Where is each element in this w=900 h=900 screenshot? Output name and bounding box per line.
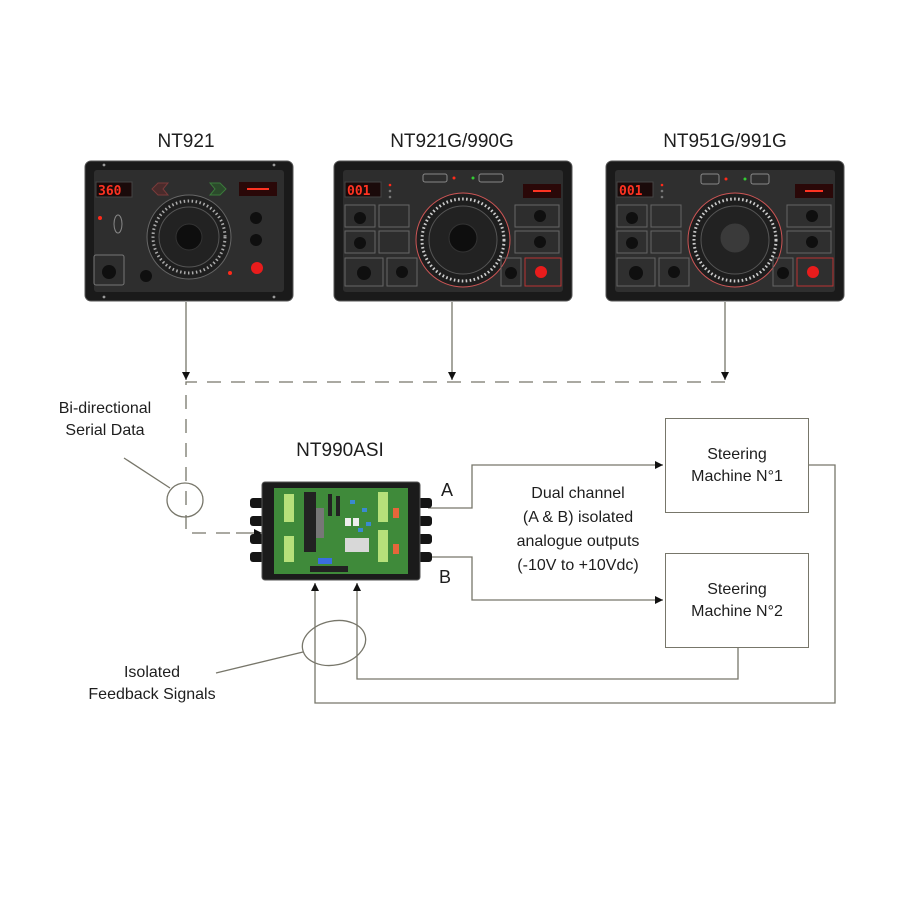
port-arrow-icon: [151, 182, 170, 196]
compass-dial: [415, 192, 511, 288]
nt921-autopilot-panel: 360: [84, 160, 294, 302]
steering-machine-1: Steering Machine N°1: [665, 418, 809, 513]
feedback-label-line1: Isolated: [123, 664, 181, 681]
course-knob: [175, 223, 203, 251]
compass-dial: [687, 192, 783, 288]
outputs-description-line1: Dual channel: [531, 485, 625, 502]
controller-title-nt921: NT921: [157, 131, 215, 152]
mode-selector-knob: [102, 265, 116, 279]
outputs-description-line4: (-10V to +10Vdc): [517, 557, 639, 574]
interface-unit-title: NT990ASI: [296, 440, 384, 461]
course-knob: [448, 223, 478, 253]
outputs-description-line2: (A & B) isolated: [522, 509, 634, 526]
serial-data-label-line1: Bi-directional: [58, 400, 152, 417]
steering-machine-2: Steering Machine N°2: [665, 553, 809, 648]
channel-b-line: [428, 556, 663, 604]
heading-display-value: 001: [347, 184, 371, 199]
standby-button: [807, 266, 819, 278]
steering-machine-1-line2: Machine N°1: [691, 467, 783, 485]
terminal-blocks: [284, 492, 388, 562]
channel-a-label: A: [441, 480, 454, 500]
cable-glands-right: [418, 498, 432, 562]
rudder-knob: [250, 212, 262, 224]
weather-knob: [250, 234, 262, 246]
standby-button: [251, 262, 263, 274]
led-indicator: [98, 216, 102, 220]
controller-title-nt921g-990g: NT921G/990G: [390, 131, 514, 152]
serial-data-label: Bi-directional Serial Data: [30, 398, 180, 442]
feedback-callout-ellipse: [301, 619, 367, 667]
course-knob: [719, 222, 751, 254]
serial-data-bus: [185, 381, 725, 534]
steering-machine-2-line1: Steering: [707, 580, 767, 598]
feedback-callout-leader: [215, 651, 304, 674]
heading-display: [95, 181, 133, 198]
heading-display-value: 360: [98, 184, 122, 199]
feedback-label-line2: Feedback Signals: [88, 686, 216, 703]
nt921g-990g-autopilot-panel: 001: [333, 160, 573, 302]
trim-knob: [140, 270, 152, 282]
serial-data-label-line2: Serial Data: [65, 422, 145, 439]
nt990asi-interface-unit: [250, 481, 432, 581]
standby-button: [535, 266, 547, 278]
compass-dial: [146, 194, 232, 280]
serial-data-callout-leader: [123, 457, 171, 489]
controller-title-nt951g-991g: NT951G/991G: [663, 131, 787, 152]
feedback-label: Isolated Feedback Signals: [62, 662, 242, 706]
outputs-description: Dual channel (A & B) isolated analogue o…: [483, 482, 673, 578]
channel-b-label: B: [439, 567, 452, 587]
channel-a-line: [428, 461, 663, 509]
nt951g-991g-autopilot-panel: 001: [605, 160, 845, 302]
heading-display-value: 001: [619, 184, 643, 199]
cable-glands-left: [250, 498, 264, 562]
starboard-arrow-icon: [208, 182, 227, 196]
serial-data-callout-ellipse: [166, 482, 204, 518]
steering-machine-2-line2: Machine N°2: [691, 602, 783, 620]
steering-machine-1-line1: Steering: [707, 445, 767, 463]
outputs-description-line3: analogue outputs: [516, 533, 640, 550]
feedback-line-machine-2: [353, 583, 739, 680]
